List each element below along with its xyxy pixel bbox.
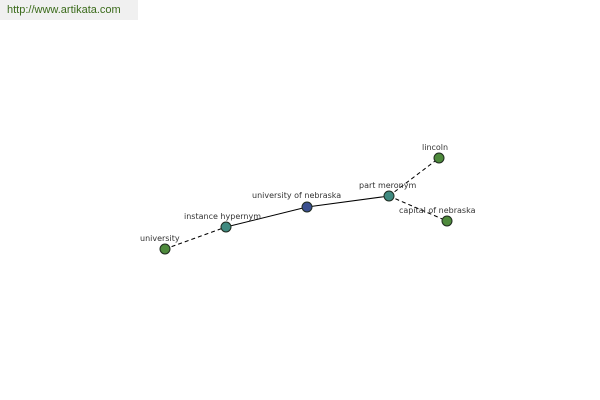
nodes-layer	[159, 152, 453, 255]
node-label-capital-of-nebraska[interactable]: capital of nebraska	[399, 206, 476, 215]
node-instance-hypernym[interactable]	[220, 221, 232, 233]
edge-instance-hypernym-university-of-nebraska	[225, 206, 308, 228]
site-url-label[interactable]: http://www.artikata.com	[0, 0, 138, 20]
edge-part-meronym-capital-of-nebraska	[388, 195, 448, 222]
edges-layer	[164, 157, 448, 250]
node-label-lincoln[interactable]: lincoln	[422, 143, 448, 152]
node-university-of-nebraska[interactable]	[301, 201, 313, 213]
edge-university-of-nebraska-part-meronym	[306, 195, 390, 208]
edge-university-instance-hypernym	[164, 226, 227, 250]
node-capital-of-nebraska[interactable]	[441, 215, 453, 227]
node-university[interactable]	[159, 243, 171, 255]
labels-layer: university instance hypernym university of…	[140, 143, 476, 243]
edge-part-meronym-lincoln	[388, 157, 440, 197]
node-label-instance-hypernym[interactable]: instance hypernym	[184, 212, 261, 221]
node-label-university-of-nebraska[interactable]: university of nebraska	[252, 191, 341, 200]
node-label-part-meronym[interactable]: part meronym	[359, 181, 416, 190]
node-part-meronym[interactable]	[383, 190, 395, 202]
node-label-university[interactable]: university	[140, 234, 180, 243]
node-lincoln[interactable]	[433, 152, 445, 164]
